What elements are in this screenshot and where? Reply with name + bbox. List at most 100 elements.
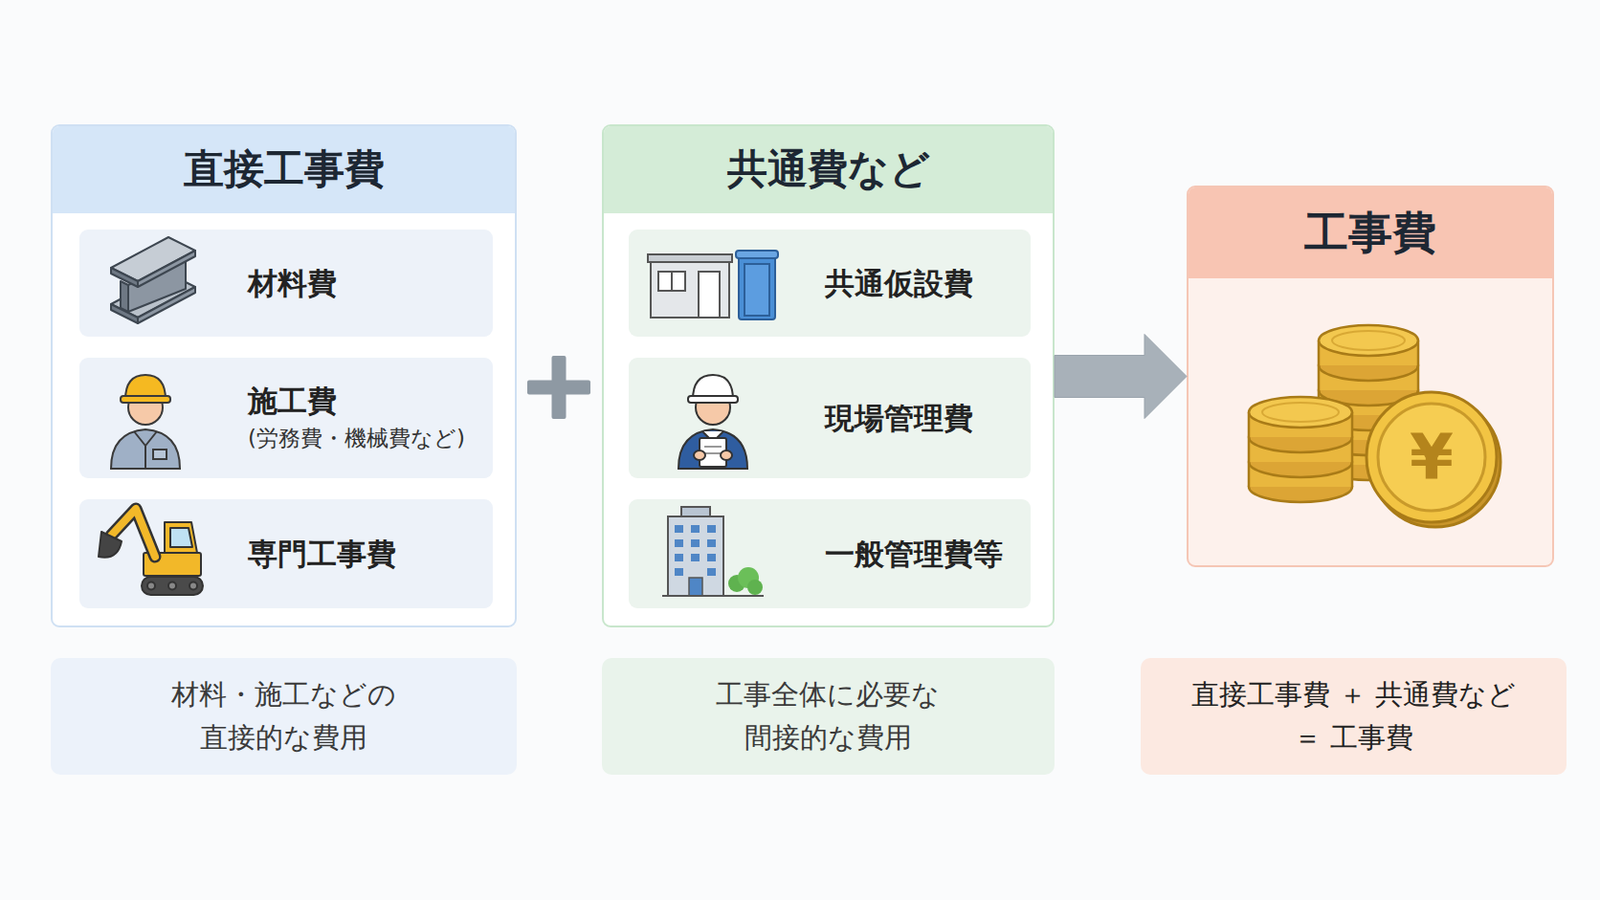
manager-icon bbox=[678, 375, 748, 469]
item-text-wrap: 施工費(労務費・機械費など) bbox=[247, 357, 486, 479]
item-text-wrap: 材料費 bbox=[247, 229, 486, 337]
coin-edge bbox=[1318, 375, 1419, 406]
cost-panel: 直接工事費材料費施工費(労務費・機械費など) 専門工事費 bbox=[50, 124, 517, 628]
cost-item: 共通仮設費 bbox=[628, 229, 1031, 337]
beam-flange bbox=[111, 267, 138, 288]
window bbox=[707, 568, 716, 577]
window bbox=[707, 525, 716, 534]
item-label: 一般管理費等 bbox=[824, 535, 1023, 574]
clipboard-line bbox=[704, 445, 722, 448]
window bbox=[690, 525, 700, 534]
helmet bbox=[692, 375, 734, 400]
note-box: 工事全体に必要な 間接的な費用 bbox=[601, 658, 1055, 776]
beam-flange bbox=[137, 250, 196, 288]
coin-side bbox=[1318, 365, 1419, 391]
panel-header: 直接工事費 bbox=[52, 126, 515, 214]
item-label: 共通仮設費 bbox=[824, 265, 1023, 303]
steel-beam-icon bbox=[111, 237, 196, 324]
track-wheel bbox=[147, 582, 156, 591]
coin-outline bbox=[1351, 412, 1355, 488]
note-text-wrap: 材料・施工などの 直接的な費用 bbox=[50, 658, 517, 776]
coin-side bbox=[1248, 462, 1353, 488]
item-label: 現場管理費 bbox=[824, 400, 1023, 438]
item-label: 材料費 bbox=[247, 265, 486, 303]
building-wall bbox=[667, 516, 724, 597]
worker-pocket bbox=[153, 449, 167, 460]
plus-sign bbox=[527, 355, 591, 420]
plus-bar bbox=[552, 355, 567, 420]
item-text-wrap: 専門工事費 bbox=[247, 499, 486, 609]
manager-hand bbox=[693, 450, 706, 461]
cab-window bbox=[170, 528, 193, 548]
coin-edge bbox=[1318, 449, 1419, 481]
note-text-wrap: 工事全体に必要な 間接的な費用 bbox=[601, 658, 1055, 776]
worker-icon bbox=[111, 375, 180, 469]
excavator-cab bbox=[164, 522, 198, 554]
worker-collar bbox=[133, 431, 157, 446]
coin-stack bbox=[1248, 397, 1353, 503]
track-wheel bbox=[168, 582, 177, 591]
manager-body bbox=[678, 429, 748, 469]
window bbox=[707, 539, 716, 548]
item-text-wrap: 一般管理費等 bbox=[824, 499, 1023, 609]
beam-flange bbox=[137, 287, 196, 324]
worker-body bbox=[111, 429, 180, 469]
tree bbox=[728, 575, 746, 593]
worker-seam bbox=[144, 445, 147, 469]
beam-web bbox=[128, 254, 186, 312]
coin-side bbox=[1248, 437, 1353, 463]
excavator-bucket bbox=[98, 532, 122, 558]
plus-bar bbox=[527, 380, 591, 396]
coin-edge bbox=[1318, 350, 1419, 381]
building-top bbox=[681, 507, 711, 518]
window bbox=[674, 554, 684, 562]
office-wall bbox=[650, 260, 730, 318]
clipboard-line bbox=[704, 452, 722, 455]
excavator-arm bbox=[111, 509, 156, 557]
cost-item: 専門工事費 bbox=[79, 499, 493, 609]
item-label: 施工費 bbox=[247, 382, 486, 421]
coin-ring bbox=[1262, 402, 1339, 423]
panel-heading: 直接工事費 bbox=[183, 145, 385, 194]
flow-arrow bbox=[1054, 334, 1187, 420]
note-text: 工事全体に必要な 間接的な費用 bbox=[709, 673, 948, 760]
coin-side bbox=[1318, 415, 1419, 441]
worker-head bbox=[128, 390, 163, 425]
window bbox=[690, 539, 700, 548]
panel-header: 共通費など bbox=[603, 126, 1053, 214]
excavator-icon bbox=[98, 509, 203, 596]
window bbox=[674, 568, 684, 577]
item-text-wrap: 現場管理費 bbox=[824, 357, 1023, 479]
cost-panel: 共通費など共通仮設費現場管理費一般管理費等 bbox=[601, 124, 1055, 628]
window bbox=[707, 554, 716, 562]
track-wheel bbox=[189, 582, 198, 591]
window bbox=[674, 539, 684, 548]
item-label: 専門工事費 bbox=[247, 535, 486, 574]
coin-side bbox=[1248, 412, 1353, 438]
note-text: 材料・施工などの 直接的な費用 bbox=[164, 673, 403, 760]
beam-web bbox=[120, 281, 129, 312]
coin-outline bbox=[1417, 340, 1421, 466]
tree bbox=[737, 567, 759, 589]
coin-ring bbox=[1377, 403, 1486, 512]
office-door bbox=[698, 271, 720, 318]
coin-edge bbox=[1248, 446, 1353, 478]
building-door bbox=[688, 577, 703, 597]
helmet-brim bbox=[120, 396, 171, 403]
note-text: 直接工事費 ＋ 共通費など ＝ 工事費 bbox=[1182, 673, 1525, 760]
excavator-arm bbox=[111, 509, 156, 557]
coin-side bbox=[1318, 390, 1419, 416]
ground-line bbox=[662, 595, 764, 598]
item-text-wrap: 共通仮設費 bbox=[824, 229, 1023, 337]
cost-item: 施工費(労務費・機械費など) bbox=[79, 357, 493, 479]
coin-edge bbox=[1248, 471, 1353, 503]
total-panel: 工事費 bbox=[1186, 185, 1555, 568]
head-office-icon bbox=[662, 507, 764, 597]
window bbox=[674, 525, 684, 534]
tree bbox=[747, 579, 763, 596]
excavator-body bbox=[143, 553, 201, 577]
panel-heading: 工事費 bbox=[1304, 206, 1437, 260]
helmet bbox=[125, 375, 166, 400]
beam-flange bbox=[111, 237, 196, 282]
